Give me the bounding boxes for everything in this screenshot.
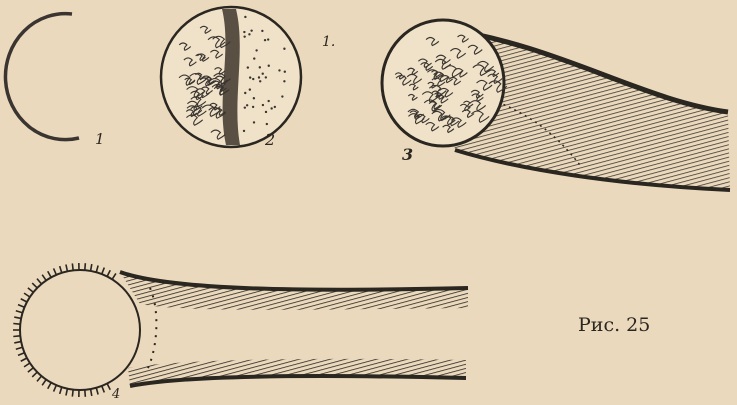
texture-dot xyxy=(244,16,246,18)
texture-dot xyxy=(259,80,261,82)
texture-dot xyxy=(253,97,255,99)
texture-dot xyxy=(262,104,264,106)
texture-dot xyxy=(243,130,245,132)
diagram-2-cross-section xyxy=(161,7,301,147)
outline-spike xyxy=(54,385,57,391)
label-4: 4 xyxy=(112,387,120,402)
outline-spike xyxy=(96,266,98,273)
outline-spike xyxy=(21,358,27,361)
texture-dot xyxy=(265,76,267,78)
outline-spike xyxy=(72,390,73,397)
diagram-3-cylinder xyxy=(382,20,730,190)
outline-spike xyxy=(72,263,73,270)
texture-dot xyxy=(264,39,266,41)
label-3: 3 xyxy=(402,145,413,164)
texture-dot xyxy=(255,49,257,51)
outline-spike xyxy=(28,288,33,292)
label-2: 2 xyxy=(265,130,275,149)
texture-dot xyxy=(243,35,245,37)
texture-dot xyxy=(284,71,286,73)
outline-spike xyxy=(32,372,37,377)
texture-dot xyxy=(253,57,255,59)
outline-spike xyxy=(16,347,23,349)
outline-spike xyxy=(16,311,23,313)
texture-dot xyxy=(252,106,254,108)
outline-spike xyxy=(96,388,98,395)
outline-spike xyxy=(37,376,41,381)
texture-dot xyxy=(270,107,272,109)
texture-dot xyxy=(278,69,280,71)
outline-spike xyxy=(13,336,20,337)
outline-spike xyxy=(85,263,86,270)
texture-dot xyxy=(267,100,269,102)
texture-dot xyxy=(250,29,252,31)
texture-dot xyxy=(281,95,283,97)
label-1: 1 xyxy=(95,130,105,148)
outline-spike xyxy=(102,268,105,275)
texture-dot xyxy=(248,33,250,35)
outline-spike xyxy=(14,317,21,318)
texture-dot xyxy=(261,30,263,32)
texture-dot xyxy=(243,31,245,33)
outline-spike xyxy=(66,389,67,396)
outline-spike xyxy=(54,268,57,274)
texture-dot xyxy=(244,92,246,94)
texture-dot xyxy=(283,80,285,82)
outline-spike xyxy=(60,387,62,394)
texture-dot xyxy=(267,38,269,40)
outline-spike xyxy=(91,264,92,271)
outline-spike xyxy=(102,386,105,393)
outline-spike xyxy=(32,283,37,288)
outline-spike xyxy=(21,299,27,302)
texture-dot xyxy=(266,123,268,125)
outline-spike xyxy=(42,380,46,386)
outline-spike xyxy=(91,389,92,396)
texture-dot xyxy=(259,66,261,68)
texture-dot xyxy=(268,65,270,67)
texture-dot xyxy=(274,106,276,108)
outline-spike xyxy=(85,390,86,397)
texture-dot xyxy=(249,88,251,90)
texture-dot xyxy=(249,76,251,78)
texture-dot xyxy=(258,76,260,78)
outline-spike xyxy=(66,264,67,271)
figure-caption: Рис. 25 xyxy=(578,314,650,336)
outline-spike xyxy=(48,271,51,277)
texture-dot xyxy=(252,78,254,80)
outline-spike xyxy=(107,384,110,390)
outline-spike xyxy=(24,363,30,367)
outline-spike xyxy=(24,293,30,297)
diagram-4-tube xyxy=(13,263,468,397)
texture-dot xyxy=(262,73,264,75)
outline-spike xyxy=(13,324,20,325)
diagram-4-circle xyxy=(20,270,140,390)
outline-spike xyxy=(18,305,24,308)
outline-spike xyxy=(107,270,110,276)
texture-dot xyxy=(265,111,267,113)
outline-spike xyxy=(60,266,62,273)
texture-dot xyxy=(244,106,246,108)
outline-spike xyxy=(112,273,116,279)
texture-dot xyxy=(247,66,249,68)
outline-spike xyxy=(28,368,33,372)
outline-spike xyxy=(42,275,46,281)
outline-spike xyxy=(18,353,24,356)
outline-spike xyxy=(48,383,51,389)
outline-spike xyxy=(14,342,21,343)
label-mark: 1. xyxy=(322,34,335,50)
texture-dot xyxy=(283,48,285,50)
texture-dot xyxy=(253,121,255,123)
diagram-1-ring xyxy=(5,14,79,140)
texture-dot xyxy=(246,104,248,106)
outline-spike xyxy=(37,279,41,284)
